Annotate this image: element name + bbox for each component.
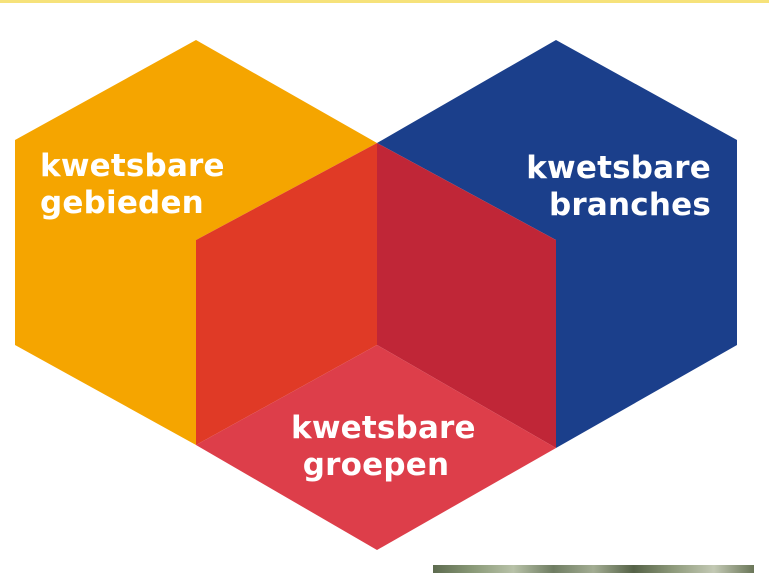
hexagon-branches: [377, 40, 737, 448]
photo-thumbnail-edge: [433, 565, 754, 573]
hexagon-groepen-lower: [196, 345, 556, 550]
label-gebieden-line1: kwetsbare: [40, 148, 225, 184]
overlap-branches-groepen: [377, 143, 556, 448]
label-branches-line1: kwetsbare: [526, 150, 711, 186]
label-kwetsbare-branches: kwetsbare branches: [526, 150, 711, 224]
label-kwetsbare-gebieden: kwetsbare gebieden: [40, 148, 225, 222]
top-border: [0, 0, 769, 3]
label-groepen-line1: kwetsbare: [291, 410, 476, 446]
label-groepen-line2: groepen: [302, 447, 450, 483]
label-kwetsbare-groepen: kwetsbare groepen: [291, 410, 476, 484]
label-gebieden-line2: gebieden: [40, 185, 204, 221]
overlap-gebieden-groepen: [196, 143, 377, 445]
label-branches-line2: branches: [549, 187, 711, 223]
